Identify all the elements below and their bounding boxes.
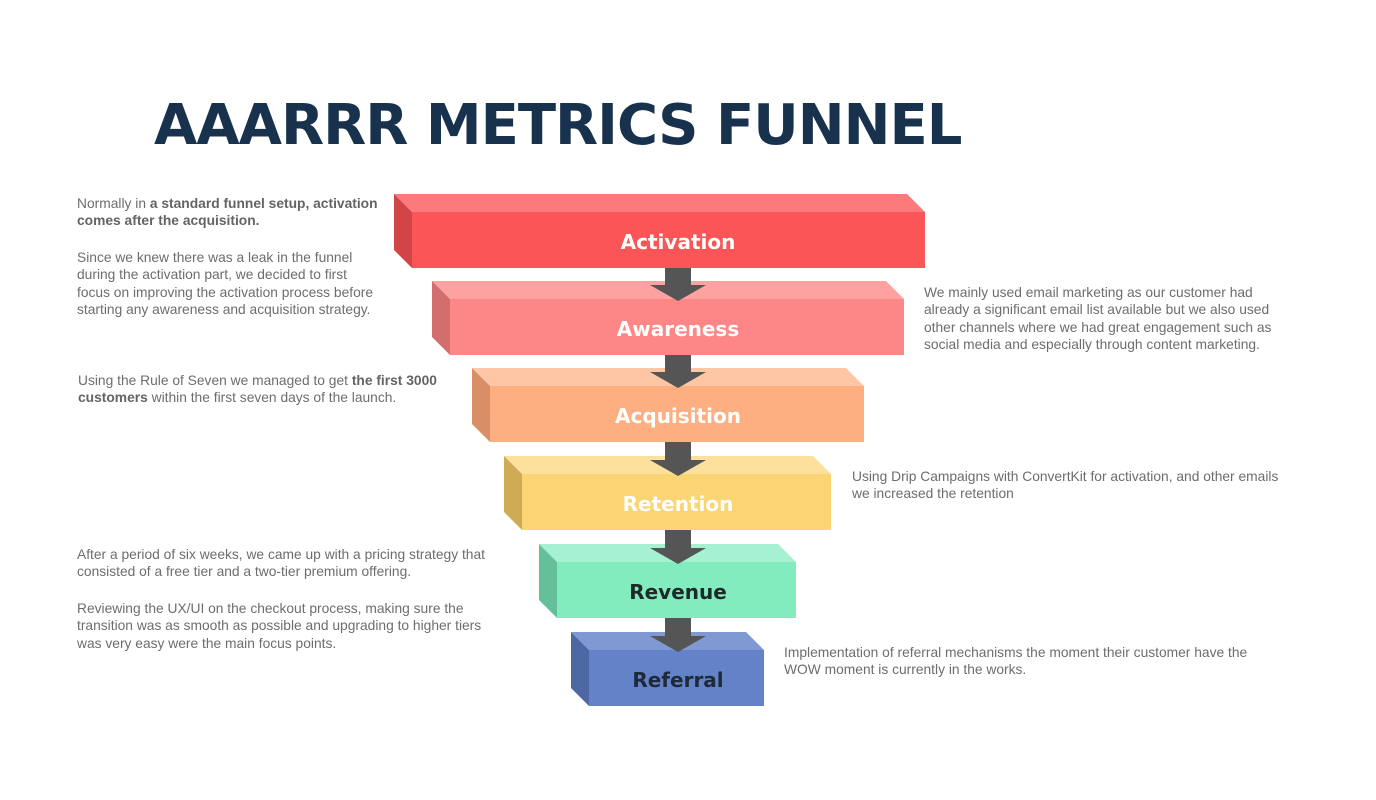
revenue-note-detail: Reviewing the UX/UI on the checkout proc… (77, 601, 482, 651)
revenue-note: After a period of six weeks, we came up … (77, 547, 485, 580)
funnel-stage-referral: Referral (571, 632, 764, 706)
funnel-stage-label: Acquisition (615, 404, 741, 428)
acquisition-note-emphasis: the first 3000 customers (78, 373, 437, 406)
down-arrow-icon (650, 530, 706, 564)
funnel-stage-label: Awareness (617, 317, 740, 341)
funnel-stage-front-face (490, 386, 864, 442)
funnel-stage-front-face (412, 212, 925, 268)
down-arrow-icon (650, 268, 706, 301)
page-title: AAARRR METRICS FUNNEL (154, 93, 962, 158)
acquisition-note: Using the Rule of Seven we managed to ge… (78, 372, 450, 407)
funnel-stage-side-face (539, 544, 557, 618)
funnel-stage-side-face (571, 632, 589, 706)
down-arrow-icon (650, 355, 706, 388)
activation-note-emphasis: a standard funnel setup, activation come… (77, 196, 378, 229)
acquisition-note-tail: within the first seven days of the launc… (147, 390, 397, 406)
down-arrow-icon (650, 442, 706, 476)
funnel-stage-activation: Activation (394, 194, 925, 268)
acquisition-note-intro: Using the Rule of Seven we managed to ge… (78, 373, 352, 388)
funnel-stage-revenue: Revenue (539, 544, 796, 618)
funnel-stage-label: Activation (621, 230, 736, 254)
funnel-stage-side-face (394, 194, 412, 268)
awareness-note: We mainly used email marketing as our cu… (924, 285, 1272, 352)
referral-note: Implementation of referral mechanisms th… (784, 645, 1248, 678)
funnel-stage-front-face (557, 562, 796, 618)
funnel-stage-side-face (472, 368, 490, 442)
activation-note-detail: Since we knew there was a leak in the fu… (77, 250, 374, 317)
funnel-stage-front-face (522, 474, 831, 530)
funnel-stage-front-face (450, 299, 904, 355)
funnel-stage-label: Retention (623, 492, 734, 516)
funnel-stage-side-face (504, 456, 522, 530)
down-arrow-icon (650, 618, 706, 652)
activation-note: Normally in a standard funnel setup, act… (77, 195, 382, 230)
funnel-stage-side-face (432, 281, 450, 355)
retention-note: Using Drip Campaigns with ConvertKit for… (852, 469, 1279, 502)
funnel-stage-retention: Retention (504, 456, 831, 530)
funnel-stage-top-face (394, 194, 925, 212)
funnel-stage-label: Revenue (629, 580, 727, 604)
funnel-stage-label: Referral (632, 668, 723, 692)
funnel-stage-front-face (589, 650, 764, 706)
activation-note-intro: Normally in (77, 196, 150, 211)
